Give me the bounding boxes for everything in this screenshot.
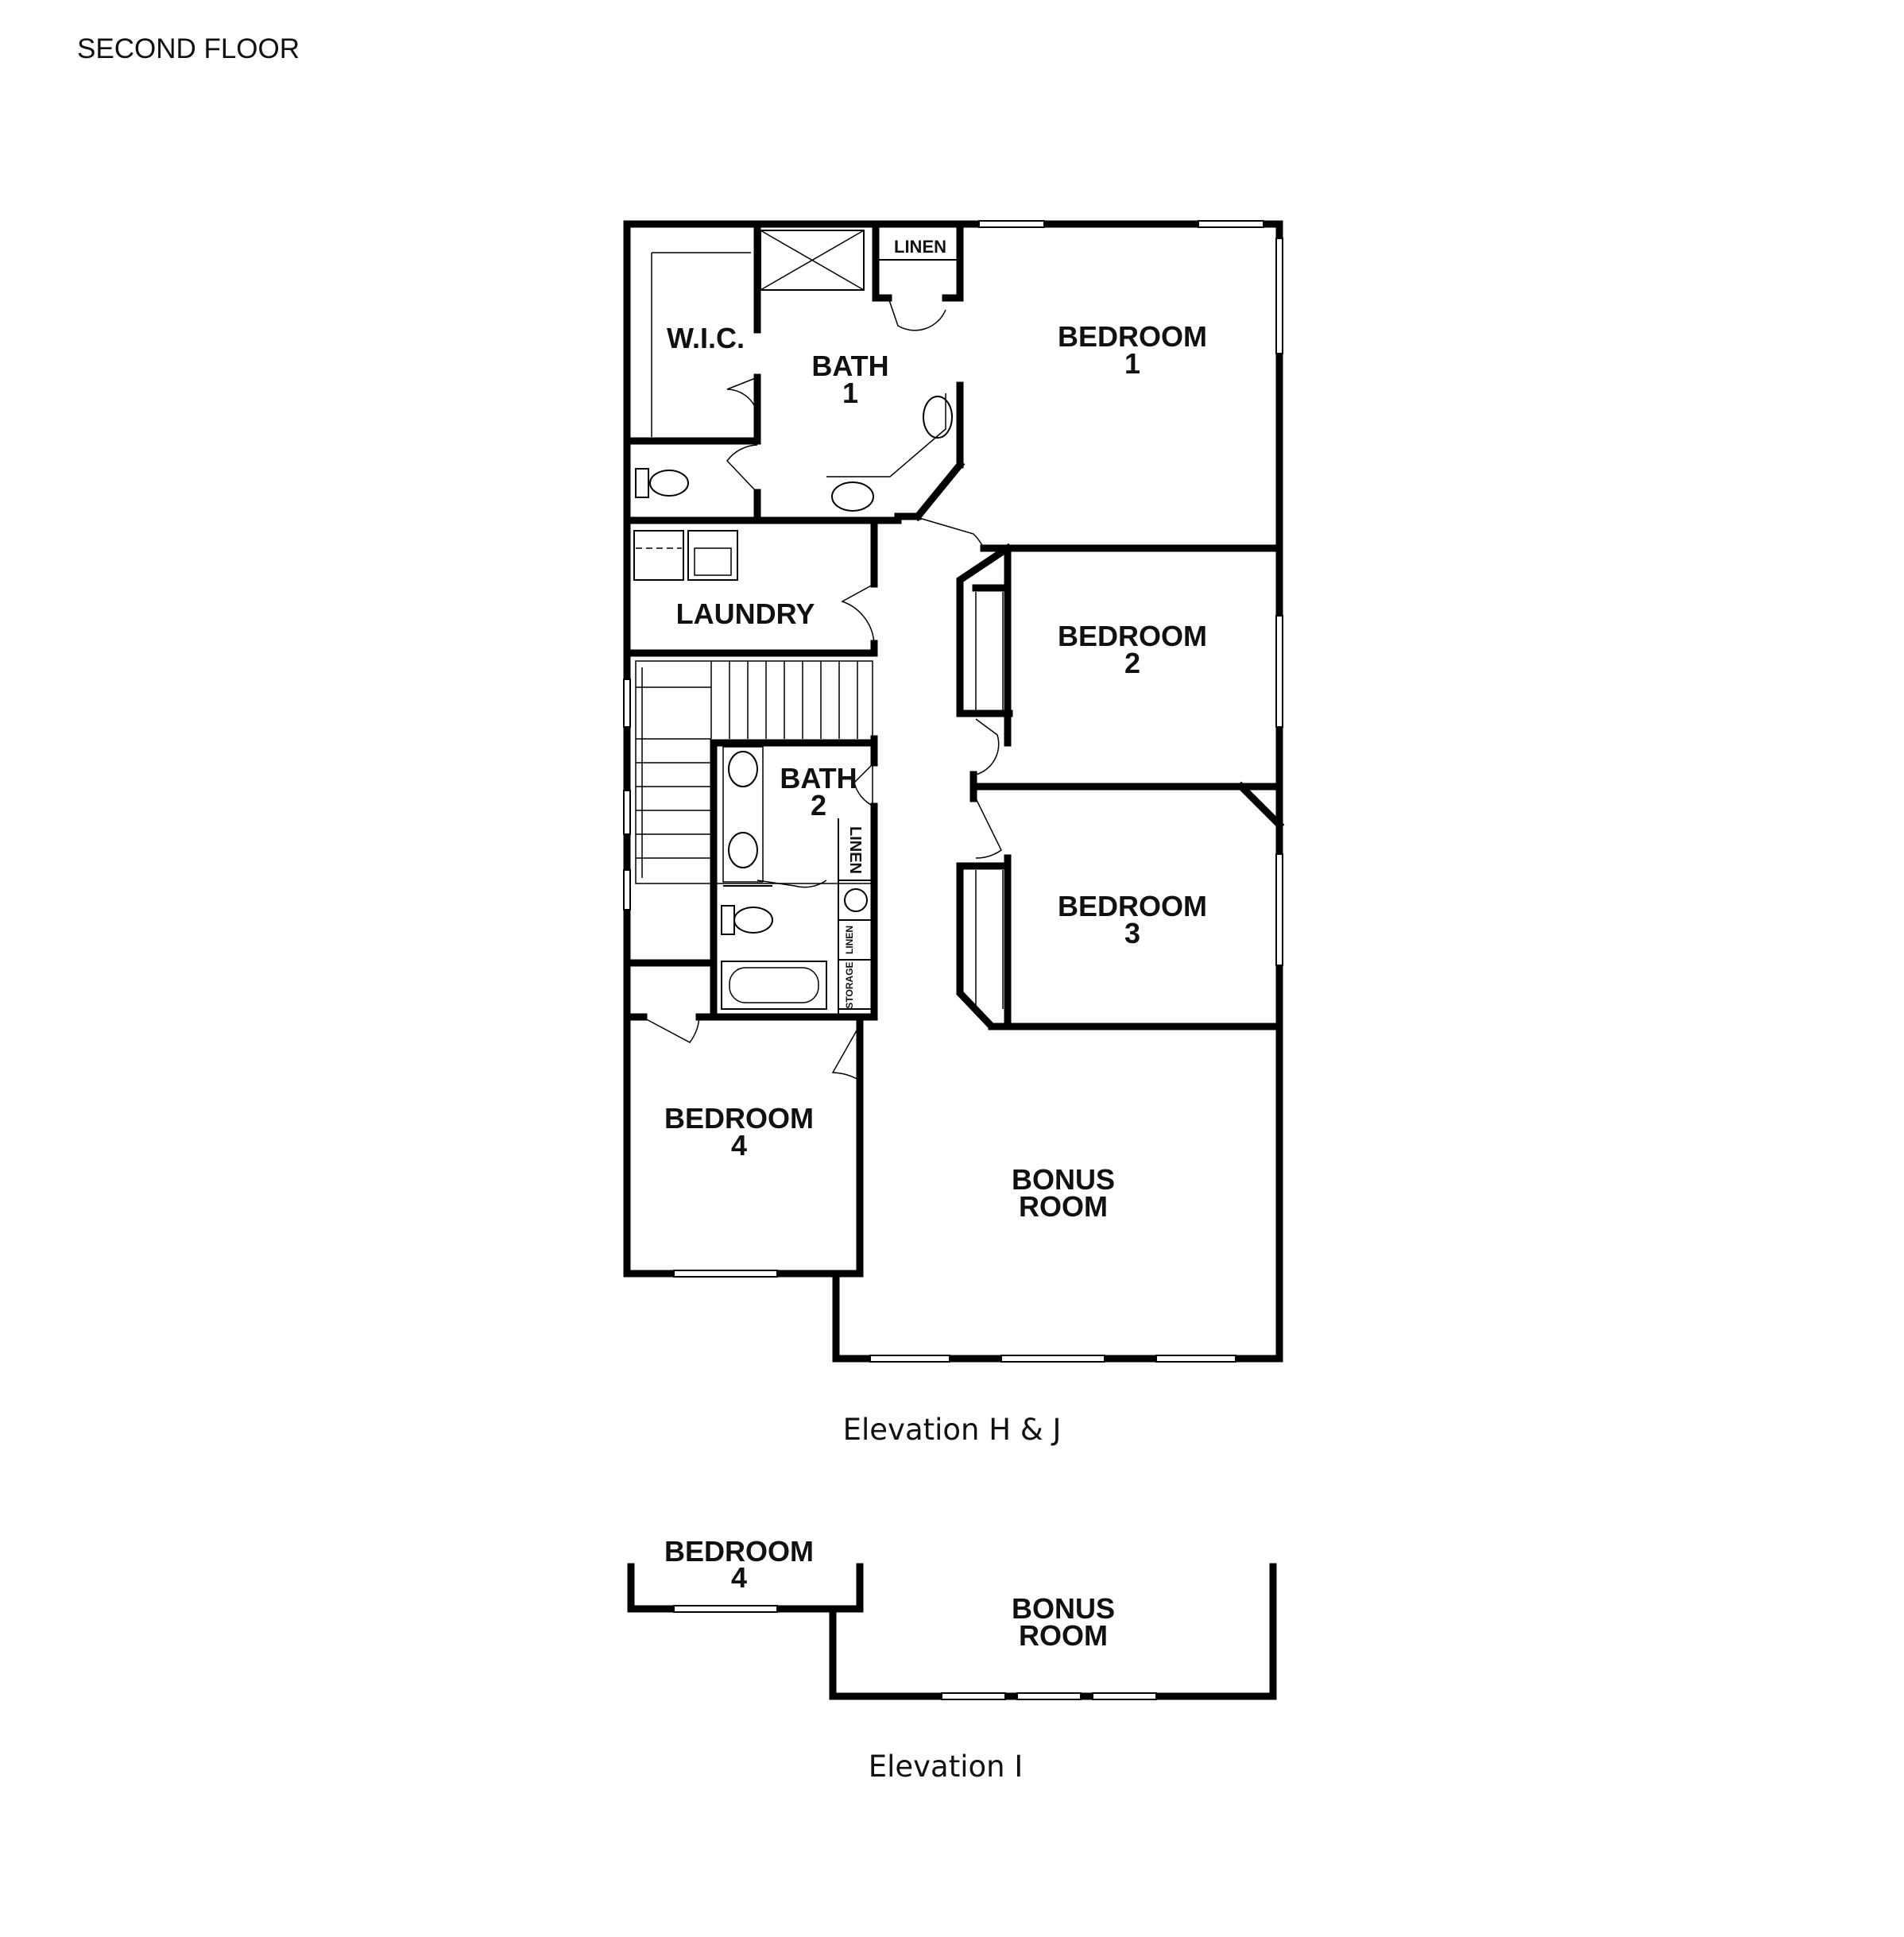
staircase (635, 660, 873, 884)
door (831, 1024, 861, 1081)
door (975, 718, 1000, 775)
room-labels: W.I.C. BATH 1 LINEN BEDROOM 1 LAUNDRY BE… (664, 237, 1207, 1223)
window (869, 1355, 950, 1363)
exterior-walls (623, 220, 1283, 1363)
window (1092, 1692, 1157, 1700)
room-label-linen-small: LINEN (844, 926, 855, 954)
window (1000, 1355, 1105, 1363)
door (888, 297, 946, 331)
room-label-bath2: BATH (780, 762, 857, 795)
window (1016, 1692, 1082, 1700)
door (853, 762, 875, 807)
room-label-storage: STORAGE (844, 961, 855, 1008)
window (623, 679, 631, 728)
room-label-bedroom2: BEDROOM (1058, 620, 1207, 652)
door (913, 516, 985, 549)
toilet-icon (721, 905, 773, 935)
toilet-icon (635, 468, 689, 498)
window (1275, 853, 1283, 966)
washer-dryer (633, 530, 738, 581)
room-label-laundry: LAUNDRY (676, 597, 815, 630)
room-label-bedroom1: BEDROOM (1058, 320, 1207, 353)
room-label-bedroom3: BEDROOM (1058, 890, 1207, 922)
window (673, 1270, 778, 1278)
alt-room-label-bedroom4: BEDROOM (664, 1535, 814, 1568)
door (975, 798, 1002, 859)
room-label-linen-top: LINEN (894, 237, 946, 257)
alt-room-label-bedroom4-number: 4 (731, 1561, 747, 1594)
window (1275, 615, 1283, 728)
window (1155, 1355, 1236, 1363)
interior-walls (623, 220, 1285, 1084)
room-label-bonus-room-2: ROOM (1019, 1190, 1108, 1223)
window (1198, 220, 1264, 228)
sink-icon (722, 746, 764, 883)
fixtures (633, 230, 953, 1010)
window (673, 1605, 778, 1613)
doors (641, 297, 1002, 1081)
room-label-bedroom2-number: 2 (1124, 647, 1140, 679)
door (726, 444, 758, 493)
room-label-bedroom4-number: 4 (731, 1129, 747, 1162)
room-label-bath1-number: 1 (842, 377, 858, 409)
window (978, 220, 1045, 228)
door (641, 1016, 700, 1043)
caption-elevation-i: Elevation I (869, 1749, 1024, 1784)
room-label-bath2-number: 2 (811, 789, 826, 822)
window (941, 1692, 1006, 1700)
window (623, 790, 631, 835)
window (1275, 238, 1283, 354)
alt-plan: BEDROOM 4 BONUS ROOM (627, 1535, 1277, 1700)
room-label-bedroom1-number: 1 (1124, 347, 1140, 380)
door (726, 377, 758, 414)
window (623, 869, 631, 911)
caption-elevation-hj: Elevation H & J (843, 1413, 1062, 1447)
water-heater (844, 888, 868, 912)
room-label-bonus-room: BONUS (1012, 1163, 1115, 1196)
alt-room-label-bonus-room: BONUS (1012, 1592, 1115, 1625)
room-label-bedroom4: BEDROOM (664, 1102, 814, 1135)
main-plan: W.I.C. BATH 1 LINEN BEDROOM 1 LAUNDRY BE… (623, 220, 1285, 1363)
room-label-wic: W.I.C. (667, 322, 745, 354)
room-label-bath1: BATH (811, 350, 888, 382)
sink-icon (826, 393, 953, 512)
door (841, 583, 875, 644)
windows (623, 220, 1283, 1363)
room-label-linen-bath2: LINEN (846, 826, 864, 874)
alt-room-label-bonus-room-2: ROOM (1019, 1619, 1108, 1652)
page-title: SECOND FLOOR (77, 33, 300, 64)
room-label-bedroom3-number: 3 (1124, 917, 1140, 949)
door (757, 880, 827, 888)
bathtub (721, 961, 827, 1010)
